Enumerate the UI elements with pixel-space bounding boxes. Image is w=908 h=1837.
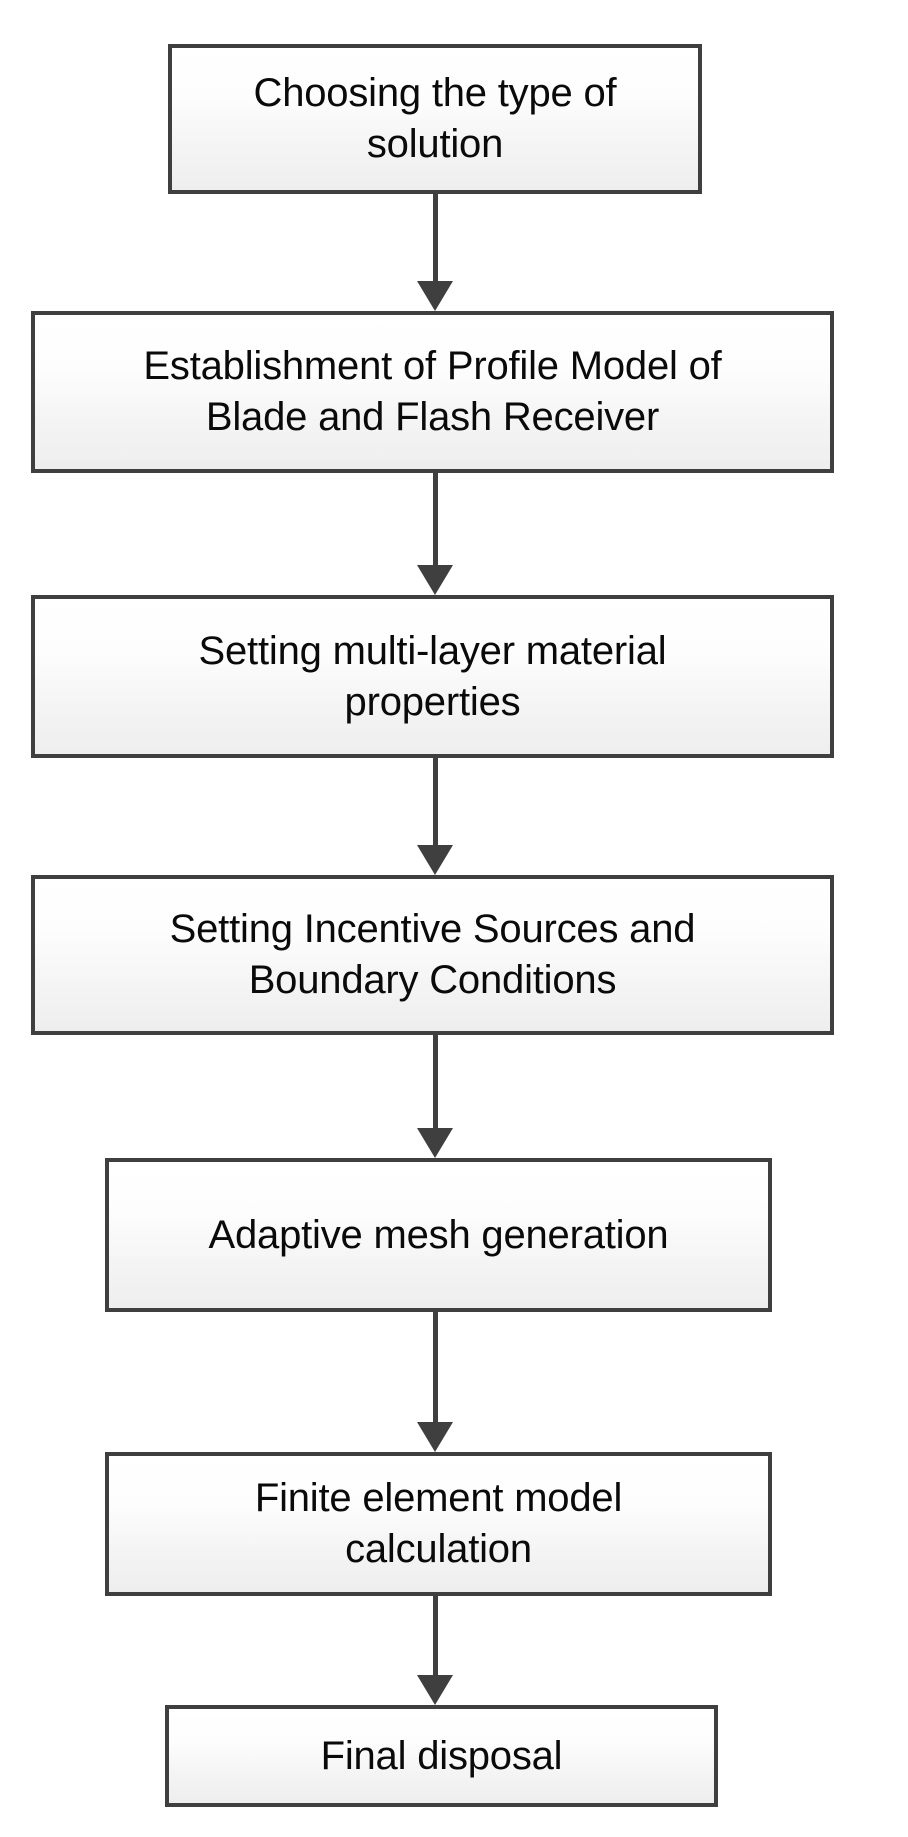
- connector-node5-to-node6: [417, 1312, 453, 1452]
- node-label: Setting multi-layer material properties: [198, 628, 667, 724]
- connector-stem: [433, 1312, 438, 1424]
- flowchart-node-setting-multi-layer-material-properties[interactable]: Setting multi-layer material properties: [31, 595, 834, 758]
- arrowhead-down-icon: [417, 845, 453, 875]
- arrowhead-down-icon: [417, 1128, 453, 1158]
- flowchart-node-final-disposal[interactable]: Final disposal: [165, 1705, 718, 1807]
- connector-stem: [433, 1035, 438, 1130]
- flowchart-node-setting-incentive-sources-and-boundary-conditions[interactable]: Setting Incentive Sources and Boundary C…: [31, 875, 834, 1035]
- connector-node2-to-node3: [417, 473, 453, 595]
- node-label: Final disposal: [320, 1733, 563, 1778]
- flowchart-node-establishment-of-profile-model[interactable]: Establishment of Profile Model of Blade …: [31, 311, 834, 473]
- arrowhead-down-icon: [417, 565, 453, 595]
- node-label: Establishment of Profile Model of Blade …: [143, 344, 722, 439]
- connector-node6-to-node7: [417, 1596, 453, 1705]
- connector-stem: [433, 473, 438, 567]
- node-label: Setting Incentive Sources and Boundary C…: [169, 907, 696, 1002]
- connector-node3-to-node4: [417, 758, 453, 875]
- arrowhead-down-icon: [417, 1675, 453, 1705]
- flowchart-node-adaptive-mesh-generation[interactable]: Adaptive mesh generation: [105, 1158, 772, 1312]
- arrowhead-down-icon: [417, 281, 453, 311]
- arrowhead-down-icon: [417, 1422, 453, 1452]
- node-label: Finite element model calculation: [254, 1476, 623, 1571]
- flowchart-node-finite-element-model-calculation[interactable]: Finite element model calculation: [105, 1452, 772, 1596]
- node-label: Adaptive mesh generation: [208, 1212, 669, 1257]
- connector-node1-to-node2: [417, 194, 453, 311]
- node-label: Choosing the type of solution: [253, 71, 617, 166]
- connector-stem: [433, 758, 438, 847]
- flowchart-node-choosing-the-type-of-solution[interactable]: Choosing the type of solution: [168, 44, 702, 194]
- connector-stem: [433, 1596, 438, 1677]
- connector-node4-to-node5: [417, 1035, 453, 1158]
- connector-stem: [433, 194, 438, 283]
